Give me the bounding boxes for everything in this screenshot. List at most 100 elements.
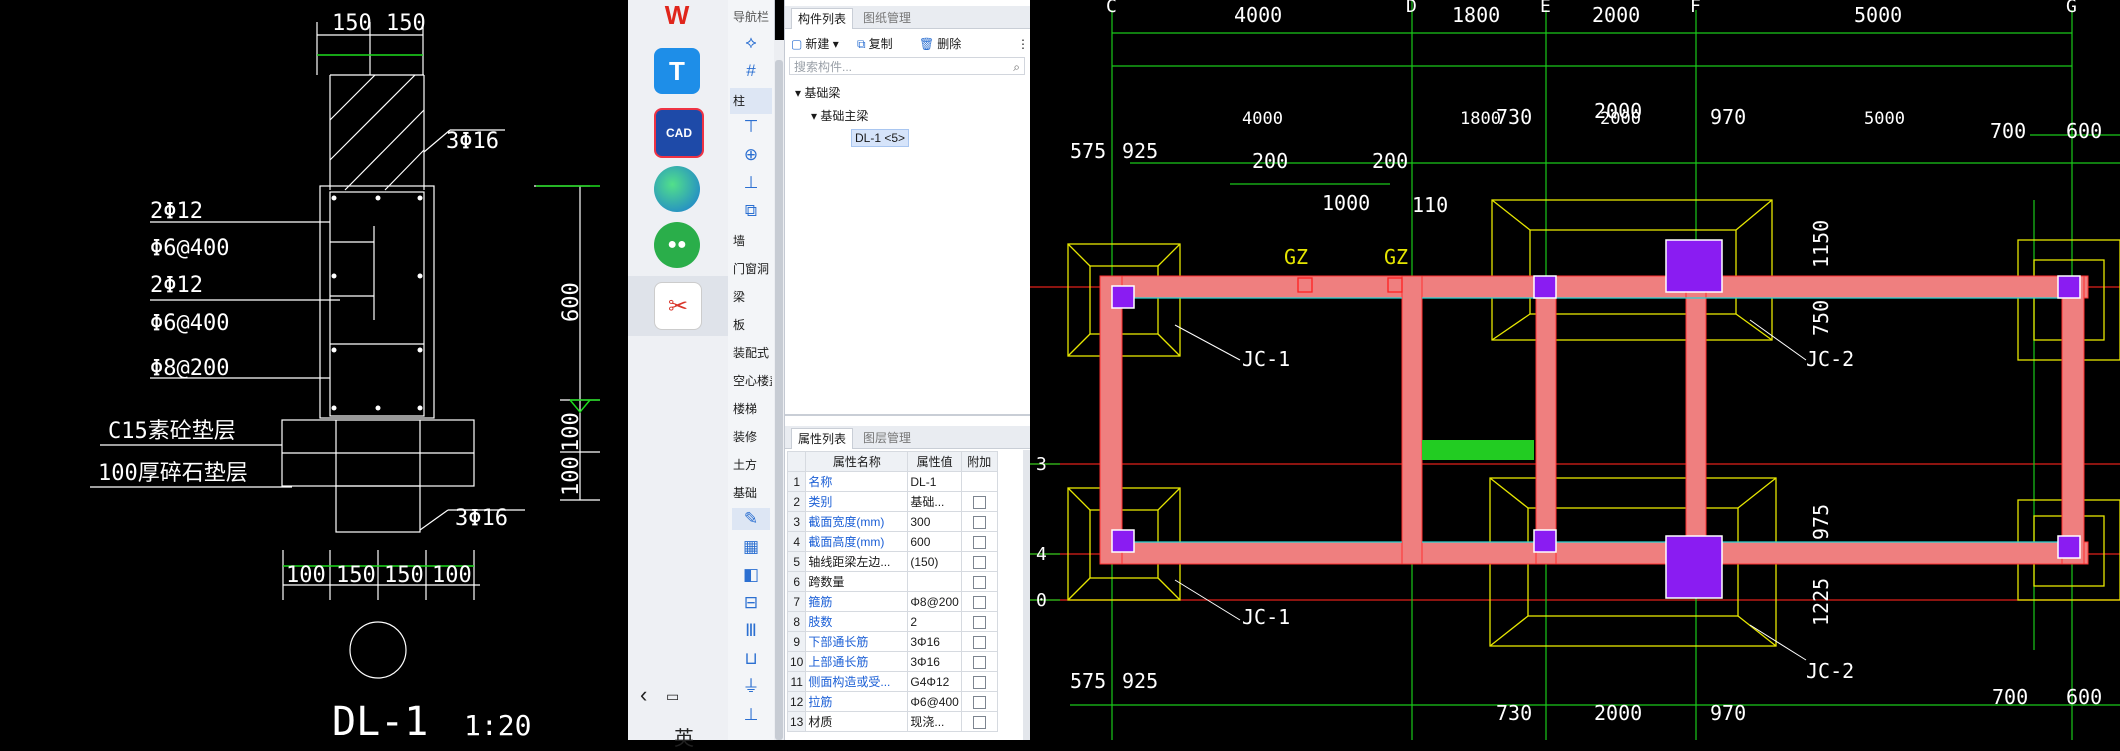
property-value[interactable]: 600 xyxy=(907,531,962,552)
label-tie-2: Φ6@400 xyxy=(150,311,229,336)
gld-icon[interactable]: ✂ xyxy=(654,282,702,330)
keyboard-icon[interactable]: ▭ xyxy=(666,688,680,704)
property-name: 跨数量 xyxy=(805,571,909,592)
property-checkbox[interactable] xyxy=(972,635,986,649)
tab-property-list[interactable]: 属性列表 xyxy=(791,428,854,449)
property-checkbox[interactable] xyxy=(972,695,986,709)
property-value[interactable]: 现浇... xyxy=(907,711,962,732)
tree-node-dl1[interactable]: DL-1 <5> xyxy=(851,129,910,147)
dim-925-top: 925 xyxy=(1122,139,1158,163)
cad-icon[interactable]: CAD xyxy=(654,108,704,158)
nav-scrollbar[interactable] xyxy=(774,40,784,740)
copy-button[interactable]: ⧉复制 xyxy=(857,35,893,53)
nav-item-column[interactable]: 柱 xyxy=(730,88,772,114)
pit-icon[interactable]: ◧ xyxy=(742,565,760,584)
tab-layer-manage[interactable]: 图层管理 xyxy=(863,431,912,445)
column-base-icon[interactable]: ⊥ xyxy=(743,173,759,192)
nav-item-finish[interactable]: 装修 xyxy=(733,430,758,444)
tab-component-list[interactable]: 构件列表 xyxy=(791,8,854,29)
property-checkbox[interactable] xyxy=(972,675,986,689)
property-checkbox[interactable] xyxy=(972,555,986,569)
chevron-down-icon[interactable]: ▾ xyxy=(795,86,805,100)
foundation-beam-icon[interactable]: ✎ xyxy=(732,508,770,530)
property-checkbox[interactable] xyxy=(972,595,986,609)
nav-item-slab[interactable]: 板 xyxy=(733,318,746,332)
nav-item-hollow-slab[interactable]: 空心楼盖 xyxy=(733,374,772,388)
property-value[interactable]: 3Φ16 xyxy=(907,651,962,672)
tab-drawing-manage[interactable]: 图纸管理 xyxy=(863,11,912,25)
pad-icon[interactable]: ⏚ xyxy=(742,677,760,696)
dim-mid-2000: 2000 xyxy=(1600,109,1641,129)
component-search-input[interactable]: 搜索构件...⌕ xyxy=(789,57,1025,75)
chevron-left-icon[interactable]: ‹ xyxy=(640,682,648,707)
property-value[interactable]: (150) xyxy=(907,551,962,572)
snap-icon[interactable]: ⟡ xyxy=(745,33,757,52)
property-checkbox[interactable] xyxy=(972,615,986,629)
search-icon[interactable]: ⌕ xyxy=(1013,60,1020,74)
property-value[interactable]: Φ8@200 xyxy=(907,591,962,612)
raft-icon[interactable]: ▦ xyxy=(742,537,760,556)
nav-scroll-thumb[interactable] xyxy=(775,60,783,740)
property-scrollbar[interactable] xyxy=(1023,450,1030,740)
column-cap-icon[interactable]: ⊕ xyxy=(743,145,759,164)
nav-item-prefab[interactable]: 装配式 xyxy=(733,346,770,360)
nav-item-door-window[interactable]: 门窗洞 xyxy=(733,262,770,276)
panel-splitter[interactable] xyxy=(785,414,1031,416)
property-value[interactable]: DL-1 xyxy=(907,471,962,492)
strip-icon[interactable]: ⊟ xyxy=(743,593,759,612)
property-value[interactable]: G4Φ12 xyxy=(907,671,962,692)
nav-item-stair[interactable]: 楼梯 xyxy=(733,402,758,416)
more-icon[interactable]: ⋮ xyxy=(1017,37,1029,51)
footing-icon[interactable]: ⊥ xyxy=(743,705,759,724)
pile-icon[interactable]: ⊔ xyxy=(744,649,758,668)
property-checkbox[interactable] xyxy=(972,515,986,529)
property-value[interactable] xyxy=(907,571,962,592)
tree-node-foundation-beam[interactable]: ▾ 基础梁 xyxy=(795,84,840,101)
t-app-icon[interactable]: T xyxy=(654,48,700,94)
edge-icon[interactable] xyxy=(654,166,700,212)
property-value[interactable]: 2 xyxy=(907,611,962,632)
column-tool-icon[interactable]: ⊤ xyxy=(743,117,759,136)
nav-item-beam[interactable]: 梁 xyxy=(733,290,746,304)
grid-icon[interactable]: # xyxy=(746,61,756,80)
pile-cap-icon[interactable]: Ⅲ xyxy=(745,621,757,640)
property-value[interactable]: 基础... xyxy=(907,491,962,512)
cad-plan-view[interactable]: C D E F G 3 4 0 4000 1800 2000 5000 4000… xyxy=(1030,0,2120,740)
nav-item-foundation[interactable]: 基础 xyxy=(733,486,758,500)
property-checkbox[interactable] xyxy=(972,575,986,589)
property-checkbox[interactable] xyxy=(972,655,986,669)
label-gz-2: GZ xyxy=(1384,245,1408,269)
tree-node-main-beam[interactable]: ▾ 基础主梁 xyxy=(811,107,868,124)
property-checkbox[interactable] xyxy=(972,535,986,549)
nav-item-earthwork[interactable]: 土方 xyxy=(733,458,758,472)
cad-section-view[interactable]: 150 150 3Φ16 2Φ12 Φ6@400 2Φ12 Φ6@400 Φ8@… xyxy=(0,0,628,740)
property-value[interactable]: 300 xyxy=(907,511,962,532)
new-button[interactable]: ▢新建 ▾ xyxy=(791,37,839,51)
property-value[interactable]: Φ6@400 xyxy=(907,691,962,712)
property-value[interactable]: 3Φ16 xyxy=(907,631,962,652)
delete-button[interactable]: 🗑删除 xyxy=(919,35,961,53)
property-checkbox[interactable] xyxy=(972,715,986,729)
ime-indicator[interactable]: 英 xyxy=(674,728,694,750)
property-row-index: 2 xyxy=(786,491,807,512)
column-set-icon[interactable]: ⧉ xyxy=(744,201,758,220)
wechat-icon[interactable]: ●● xyxy=(654,222,700,268)
prop-header-index xyxy=(786,451,807,472)
chevron-down-icon[interactable]: ▾ xyxy=(811,109,821,123)
nav-item-wall[interactable]: 墙 xyxy=(733,234,746,248)
property-checkbox[interactable] xyxy=(972,495,986,509)
wps-icon[interactable]: W xyxy=(654,0,700,38)
